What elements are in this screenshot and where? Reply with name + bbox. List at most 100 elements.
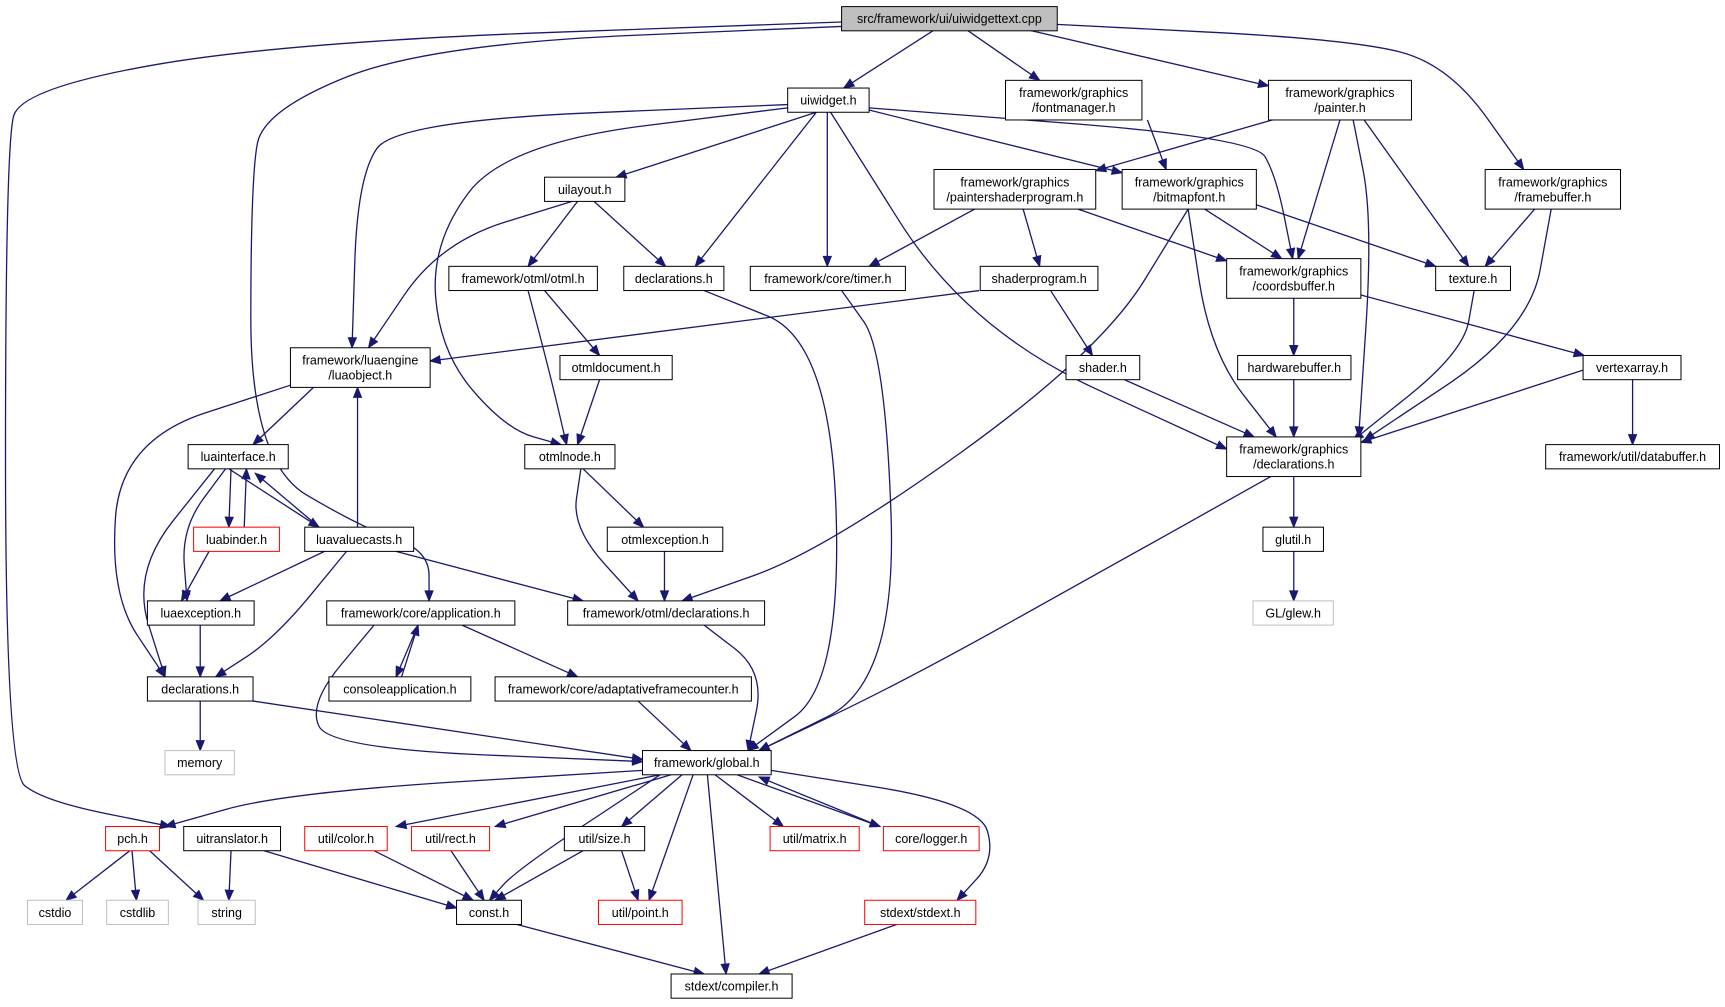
node-gfxdeclarations[interactable]: framework/graphics/declarations.h <box>1226 436 1362 478</box>
node-label: declarations.h <box>635 272 713 286</box>
node-luaexception[interactable]: luaexception.h <box>146 600 255 626</box>
node-matrix[interactable]: util/matrix.h <box>769 826 860 852</box>
node-luainterface[interactable]: luainterface.h <box>187 444 289 470</box>
node-label: otmlnode.h <box>539 450 601 464</box>
node-cstdlib[interactable]: cstdlib <box>106 899 169 925</box>
arrowhead <box>130 889 141 902</box>
node-compiler[interactable]: stdext/compiler.h <box>670 973 793 999</box>
node-size[interactable]: util/size.h <box>563 826 646 852</box>
node-string[interactable]: string <box>197 899 256 925</box>
node-stdext[interactable]: stdext/stdext.h <box>864 899 977 925</box>
node-label: framework/util/databuffer.h <box>1559 450 1706 464</box>
dependency-edge <box>736 774 881 828</box>
dependency-edge <box>219 550 325 602</box>
arrowhead <box>493 819 507 829</box>
node-label: framework/global.h <box>654 756 760 770</box>
arrowhead <box>394 819 408 830</box>
node-memory[interactable]: memory <box>164 750 235 776</box>
arrowhead <box>224 889 235 902</box>
node-label: framework/graphics <box>960 175 1069 189</box>
node-cstdio[interactable]: cstdio <box>27 899 84 925</box>
arrowhead <box>745 739 755 752</box>
arrowhead <box>654 255 667 268</box>
node-label: luabinder.h <box>206 533 267 547</box>
node-box <box>1267 79 1412 121</box>
node-box <box>1237 354 1352 381</box>
node-otmldeclarations[interactable]: framework/otml/declarations.h <box>567 600 766 626</box>
node-uideclarations[interactable]: declarations.h <box>623 265 725 292</box>
arrowhead <box>218 592 232 602</box>
node-shader[interactable]: shader.h <box>1065 354 1141 381</box>
dependency-edge <box>263 850 457 909</box>
node-label: cstdio <box>39 906 72 920</box>
node-pch[interactable]: pch.h <box>105 826 161 852</box>
node-vertexarray[interactable]: vertexarray.h <box>1582 354 1682 381</box>
node-otmlexception[interactable]: otmlexception.h <box>606 526 724 552</box>
node-label: stdext/compiler.h <box>685 980 779 994</box>
node-color[interactable]: util/color.h <box>304 826 388 852</box>
node-shaderprogram[interactable]: shaderprogram.h <box>979 265 1099 292</box>
node-glew[interactable]: GL/glew.h <box>1252 600 1334 626</box>
node-luadeclarations[interactable]: declarations.h <box>146 676 254 702</box>
node-framebuffer[interactable]: framework/graphics/framebuffer.h <box>1484 168 1621 210</box>
node-texture[interactable]: texture.h <box>1435 265 1511 292</box>
node-uitranslator[interactable]: uitranslator.h <box>183 826 282 852</box>
node-box <box>597 899 683 925</box>
node-label: string <box>211 906 242 920</box>
node-root[interactable]: src/framework/ui/uiwidgettext.cpp <box>841 6 1058 32</box>
node-global[interactable]: framework/global.h <box>641 750 772 776</box>
arrowhead <box>1424 258 1437 268</box>
node-uiwidget[interactable]: uiwidget.h <box>787 87 870 113</box>
node-glutil[interactable]: glutil.h <box>1262 526 1324 552</box>
node-fontmanager[interactable]: framework/graphics/fontmanager.h <box>1005 79 1143 121</box>
node-box <box>563 826 646 852</box>
node-otmlnode[interactable]: otmlnode.h <box>524 444 616 470</box>
node-box <box>1545 444 1720 470</box>
node-logger[interactable]: core/logger.h <box>882 826 980 852</box>
arrowhead <box>195 666 205 679</box>
arrowhead <box>180 589 191 603</box>
node-painter[interactable]: framework/graphics/painter.h <box>1267 79 1412 121</box>
node-label: vertexarray.h <box>1596 361 1668 375</box>
node-luavaluecasts[interactable]: luavaluecasts.h <box>304 526 415 552</box>
node-otmldocument[interactable]: otmldocument.h <box>559 354 673 381</box>
node-hardwarebuffer[interactable]: hardwarebuffer.h <box>1237 354 1352 381</box>
node-timer[interactable]: framework/core/timer.h <box>749 265 906 292</box>
node-label: framework/graphics <box>1135 175 1244 189</box>
node-consoleapp[interactable]: consoleapplication.h <box>328 676 472 702</box>
node-rect[interactable]: util/rect.h <box>410 826 491 852</box>
arrowhead <box>620 816 633 828</box>
node-application[interactable]: framework/core/application.h <box>326 600 516 626</box>
node-coordsbuffer[interactable]: framework/graphics/coordsbuffer.h <box>1226 258 1362 299</box>
node-label: /paintershaderprogram.h <box>946 190 1083 204</box>
node-label: framework/graphics <box>1019 86 1128 100</box>
dependency-edge <box>706 774 727 975</box>
node-const[interactable]: const.h <box>456 899 522 925</box>
node-luabinder[interactable]: luabinder.h <box>193 526 280 552</box>
node-uilayout[interactable]: uilayout.h <box>544 176 626 202</box>
node-box <box>544 176 626 202</box>
node-box <box>448 265 598 292</box>
node-adaptive[interactable]: framework/core/adaptativeframecounter.h <box>494 676 752 702</box>
node-point[interactable]: util/point.h <box>597 899 683 925</box>
dependency-edge <box>516 923 705 975</box>
node-databuffer[interactable]: framework/util/databuffer.h <box>1545 444 1720 470</box>
dependency-edge <box>228 468 320 528</box>
node-bitmapfont[interactable]: framework/graphics/bitmapfont.h <box>1121 168 1257 210</box>
dependency-edge <box>694 111 817 267</box>
arrowhead <box>1157 157 1167 171</box>
node-label: pch.h <box>117 832 148 846</box>
node-luaobject[interactable]: framework/luaengine/luaobject.h <box>289 347 431 388</box>
node-box <box>146 676 254 702</box>
dependency-edge <box>1204 208 1283 260</box>
node-box <box>1226 258 1362 299</box>
node-otml[interactable]: framework/otml/otml.h <box>448 265 598 292</box>
node-label: memory <box>177 756 223 770</box>
dependency-edge <box>967 30 1040 81</box>
node-box <box>841 6 1058 32</box>
node-label: util/matrix.h <box>783 832 847 846</box>
dependency-edge <box>771 769 991 901</box>
node-paintershader[interactable]: framework/graphics/paintershaderprogram.… <box>933 168 1097 210</box>
dependency-edge <box>681 208 1189 602</box>
